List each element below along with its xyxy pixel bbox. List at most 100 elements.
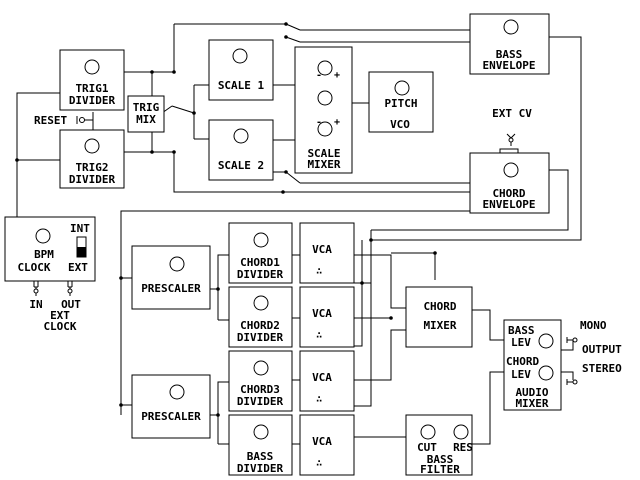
- prescaler-1-module: PRESCALER: [131, 245, 211, 310]
- chord1-divider-label: DIVIDER: [237, 268, 284, 281]
- bass-filter-module: CUT RES BASS FILTER: [405, 414, 473, 476]
- scale-mixer-plus-top: +: [334, 70, 340, 81]
- int-label: INT: [70, 222, 90, 235]
- bass-divider-module: BASS DIVIDER: [228, 414, 293, 476]
- trig2-label: TRIG2: [75, 161, 108, 174]
- scale-mixer-knob-top[interactable]: [317, 60, 333, 76]
- vca-4-module: VCA ∴: [299, 414, 355, 476]
- chord2-divider-module: CHORD2 DIVIDER: [228, 286, 293, 348]
- scale-mixer-knob-bottom[interactable]: [317, 121, 333, 137]
- mono-label: MONO: [580, 319, 607, 332]
- vca-3-jack-icon: ∴: [316, 394, 322, 405]
- trig1-divider-label: DIVIDER: [69, 94, 116, 107]
- audio-mixer-module: BASS LEV CHORD LEV AUDIO MIXER: [503, 319, 562, 411]
- bass-envelope-knob[interactable]: [503, 19, 519, 35]
- chord-mixer-label-2: MIXER: [423, 319, 456, 332]
- bass-envelope-label-2: ENVELOPE: [483, 59, 536, 72]
- chord3-knob[interactable]: [253, 360, 269, 376]
- trig1-knob[interactable]: [84, 59, 100, 75]
- trig2-knob[interactable]: [84, 138, 100, 154]
- out-label: OUT: [61, 298, 81, 311]
- stereo-label: STEREO: [582, 362, 622, 375]
- clock-label: CLOCK: [17, 261, 50, 274]
- clock-out-jack-icon[interactable]: [67, 281, 73, 296]
- bass-filter-label-2: FILTER: [420, 463, 460, 476]
- clock-in-jack-icon[interactable]: [33, 281, 39, 296]
- junction-dots: [15, 22, 437, 417]
- bass-divider-label-2: DIVIDER: [237, 462, 284, 475]
- scale2-knob[interactable]: [233, 128, 249, 144]
- output-jacks: MONO OUTPUT STEREO: [566, 319, 622, 385]
- cut-label: CUT: [417, 441, 437, 454]
- scale-mixer-plus-bottom: +: [334, 117, 340, 128]
- reset-jack-icon[interactable]: [79, 117, 85, 123]
- bass-lev-label-2: LEV: [511, 336, 531, 349]
- trig1-label: TRIG1: [75, 82, 108, 95]
- vca-1-module: VCA ∴: [299, 222, 355, 284]
- scale2-module: SCALE 2: [208, 119, 274, 181]
- ext-cv-input[interactable]: EXT CV: [492, 107, 532, 146]
- chord1-label: CHORD1: [240, 256, 280, 269]
- scale1-module: SCALE 1: [208, 39, 274, 101]
- reset-input[interactable]: RESET: [34, 114, 85, 127]
- prescaler-2-module: PRESCALER: [131, 374, 211, 439]
- chord-lev-knob[interactable]: [538, 365, 554, 381]
- chord2-knob[interactable]: [253, 295, 269, 311]
- wiring: [16, 23, 582, 445]
- vco-label: VCO: [390, 118, 410, 131]
- audio-mixer-label-1: AUDIO: [515, 386, 548, 399]
- bpm-clock-module: INT BPM CLOCK EXT: [4, 216, 96, 282]
- trig2-divider-module: TRIG2 DIVIDER: [59, 129, 125, 189]
- ext-clock-label-2: CLOCK: [43, 320, 76, 333]
- chord-envelope-knob[interactable]: [503, 162, 519, 178]
- scale-mixer-label-1: SCALE: [307, 147, 340, 160]
- vca-1-jack-icon: ∴: [316, 266, 322, 277]
- output-label: OUTPUT: [582, 343, 622, 356]
- cut-knob[interactable]: [420, 424, 436, 440]
- in-label: IN: [29, 298, 42, 311]
- bass-filter-label-1: BASS: [427, 453, 454, 466]
- prescaler-1-knob[interactable]: [169, 256, 185, 272]
- vca-2-label: VCA: [312, 307, 332, 320]
- scale1-knob[interactable]: [232, 48, 248, 64]
- chord-envelope-label-2: ENVELOPE: [483, 198, 536, 211]
- scale1-label: SCALE 1: [218, 79, 265, 92]
- chord-mixer-label-1: CHORD: [423, 300, 456, 313]
- chord-lev-label-2: LEV: [511, 368, 531, 381]
- res-label: RES: [453, 441, 473, 454]
- chord1-knob[interactable]: [253, 232, 269, 248]
- bass-lev-label-1: BASS: [508, 324, 535, 337]
- trig-mix-label-2: MIX: [136, 113, 156, 126]
- res-knob[interactable]: [453, 424, 469, 440]
- reset-label: RESET: [34, 114, 67, 127]
- vca-1-label: VCA: [312, 243, 332, 256]
- vca-4-label: VCA: [312, 435, 332, 448]
- trig-mix-label-1: TRIG: [133, 101, 160, 114]
- bass-lev-knob[interactable]: [538, 333, 554, 349]
- vca-2-module: VCA ∴: [299, 286, 355, 348]
- scale-mixer-minus-bottom: -: [316, 117, 322, 128]
- ext-clock-label-1: EXT: [50, 309, 70, 322]
- chord-lev-label-1: CHORD: [506, 355, 539, 368]
- prescaler-2-knob[interactable]: [169, 384, 185, 400]
- vca-3-label: VCA: [312, 371, 332, 384]
- chord2-label: CHORD2: [240, 319, 280, 332]
- chord2-divider-label: DIVIDER: [237, 331, 284, 344]
- bpm-label: BPM: [34, 248, 54, 261]
- chord-envelope-label-1: CHORD: [492, 187, 525, 200]
- pitch-knob[interactable]: [394, 80, 410, 96]
- chord1-divider-module: CHORD1 DIVIDER: [228, 222, 293, 284]
- scale-mixer-knob-mid[interactable]: [317, 90, 333, 106]
- scale-mixer-label-2: MIXER: [307, 158, 340, 171]
- ext-label: EXT: [68, 261, 88, 274]
- bass-divider-knob[interactable]: [253, 424, 269, 440]
- scale-mixer-module: - + - + SCALE MIXER: [294, 46, 353, 174]
- scale-mixer-minus-top: -: [316, 70, 322, 81]
- trig-mix-module: TRIG MIX: [127, 95, 165, 133]
- bpm-knob[interactable]: [35, 228, 51, 244]
- vca-2-jack-icon: ∴: [316, 330, 322, 341]
- trig2-divider-label: DIVIDER: [69, 173, 116, 186]
- pitch-label: PITCH: [384, 97, 417, 110]
- bass-envelope-module: BASS ENVELOPE: [469, 13, 550, 75]
